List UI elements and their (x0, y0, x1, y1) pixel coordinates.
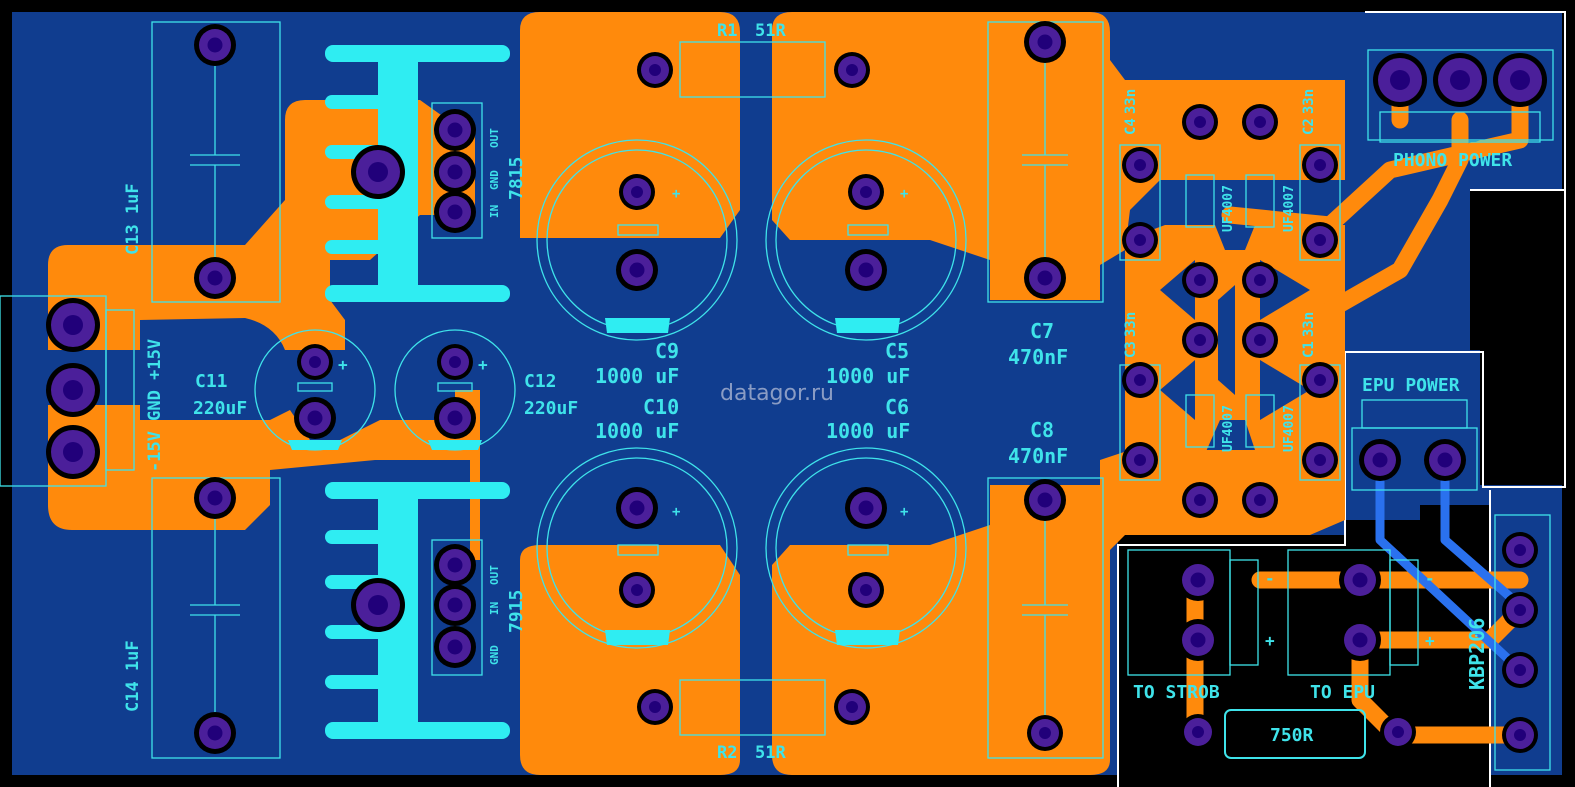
c6-value: 1000 uF (826, 419, 910, 443)
epu-power-label: EPU POWER (1362, 375, 1460, 396)
c11-value: 220uF (193, 398, 247, 419)
c12-value: 220uF (524, 398, 578, 419)
reg-neg-pin-in: IN (488, 602, 501, 615)
c13-label: C13 1uF (123, 183, 143, 255)
plus-c5: + (900, 186, 908, 202)
plus-c9: + (672, 186, 680, 202)
r1-ref: R1 (717, 21, 737, 41)
diode-label-1: UF4007 (1221, 185, 1236, 232)
c14-label: C14 1uF (123, 640, 143, 712)
blue-traces (1375, 455, 1530, 675)
reg-pos-name: 7815 (506, 157, 527, 200)
c12-ref: C12 (524, 371, 557, 392)
minus-epu: - (1425, 569, 1435, 588)
reg-pos-pin-out: OUT (488, 128, 501, 148)
minus-strob: - (1265, 569, 1275, 588)
diode-label-3: UF4007 (1221, 405, 1236, 452)
reg-pos-pin-in: IN (488, 205, 501, 218)
c7-value: 470nF (1008, 345, 1068, 369)
reg-neg-pin-gnd: GND (488, 645, 501, 665)
bridge-label: KBP206 (1465, 618, 1489, 690)
c5-value: 1000 uF (826, 364, 910, 388)
diode-label-4: UF4007 (1282, 405, 1297, 452)
reg-neg-pin-out: OUT (488, 565, 501, 585)
r1-value: 51R (755, 21, 786, 41)
c1-label: C133n (1301, 312, 1317, 358)
r2-value: 51R (755, 743, 786, 763)
plus-epu: + (1425, 631, 1435, 650)
c3-label: C333n (1123, 312, 1139, 358)
c10-value: 1000 uF (595, 419, 679, 443)
c8-ref: C8 (1030, 418, 1054, 442)
reg-pos-pin-gnd: GND (488, 170, 501, 190)
plus-c6: + (900, 504, 908, 520)
c9-value: 1000 uF (595, 364, 679, 388)
c4-label: C433n (1123, 89, 1139, 135)
plus-strob: + (1265, 631, 1275, 650)
polarity-bars (288, 318, 900, 645)
c8-value: 470nF (1008, 444, 1068, 468)
r750-label: 750R (1270, 725, 1314, 746)
c11-ref: C11 (195, 371, 228, 392)
diode-label-2: UF4007 (1282, 185, 1297, 232)
watermark: datagor.ru (720, 381, 834, 406)
c10-ref: C10 (643, 395, 679, 419)
c2-label: C233n (1301, 89, 1317, 135)
c6-ref: C6 (885, 395, 909, 419)
to-strob-label: TO STROB (1133, 682, 1220, 703)
reg-neg-name: 7915 (506, 590, 527, 633)
main-input-label: -15V GND +15V (145, 339, 165, 472)
plus-c12: + (478, 355, 488, 374)
c9-ref: C9 (655, 339, 679, 363)
phono-power-label: PHONO POWER (1393, 150, 1512, 171)
silkscreen-labels: C13 1uF C14 1uF -15V GND +15V 7815 OUT G… (123, 21, 1512, 763)
c5-ref: C5 (885, 339, 909, 363)
c7-ref: C7 (1030, 319, 1054, 343)
plus-c11: + (338, 355, 348, 374)
silkscreen-outlines (0, 21, 1554, 771)
to-epu-label: TO EPU (1310, 682, 1375, 703)
plus-c10: + (672, 504, 680, 520)
r2-ref: R2 (717, 743, 737, 763)
